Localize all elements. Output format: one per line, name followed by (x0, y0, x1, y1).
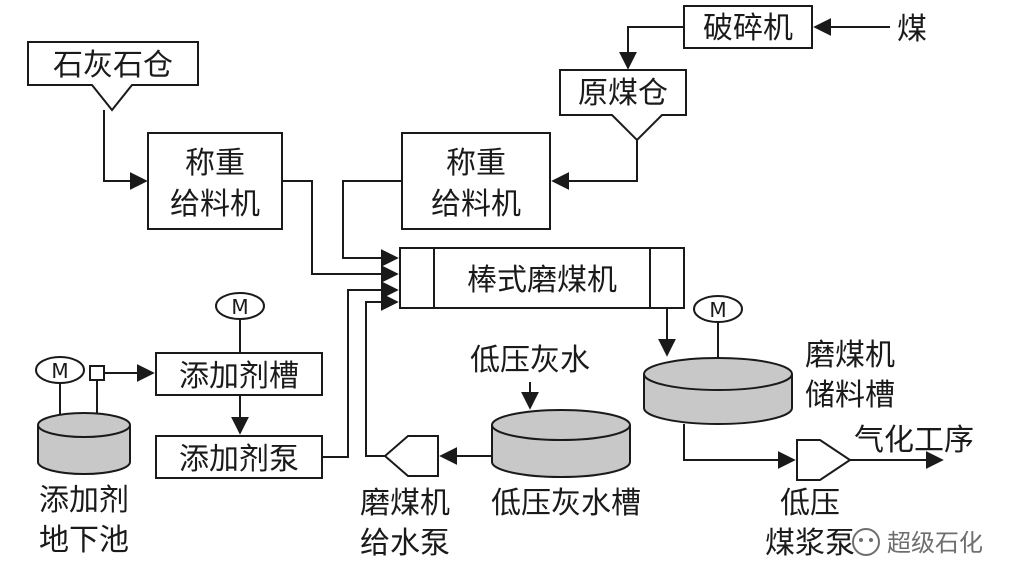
label-ash-water-tank: 低压灰水槽 (491, 486, 641, 521)
rod-mill-box (399, 247, 685, 309)
motor-label-additive-tank: M (231, 295, 248, 319)
wechat-icon (852, 528, 880, 556)
additive-pump-box (155, 435, 323, 479)
crusher-box (683, 5, 813, 49)
label-water-pump-2: 给水泵 (360, 526, 450, 561)
label-coal-input: 煤 (897, 12, 927, 47)
watermark: 超级石化 (852, 528, 983, 557)
flow-limestone-to-feeder (103, 110, 148, 190)
motor-label-additive-sump: M (51, 359, 68, 383)
label-additive-sump-1: 添加剂 (39, 483, 129, 518)
slurry-pump-shape (796, 439, 852, 481)
limestone-bin-shape (27, 41, 199, 112)
label-water-pump-1: 磨煤机 (360, 486, 450, 521)
additive-tank-box (155, 352, 323, 396)
label-additive-sump-2: 地下池 (39, 523, 129, 558)
flow-left-feeder-to-mill (282, 180, 399, 283)
flow-water-pump-to-mill (365, 293, 399, 457)
label-storage-tank-1: 磨煤机 (805, 338, 895, 373)
label-limestone-bin: 石灰石仓 (53, 48, 173, 83)
flow-additive-pump-to-mill (322, 281, 399, 458)
valve-square (89, 365, 105, 381)
weigh-feeder-left-box (147, 132, 283, 230)
additive-sump-tank (37, 425, 131, 475)
label-slurry-pump-1: 低压 (780, 486, 840, 521)
motor-label-storage-tank: M (709, 298, 726, 322)
label-weigh-feeder-left-1: 称重 (185, 146, 245, 181)
label-additive-pump: 添加剂泵 (179, 442, 299, 477)
flow-storage-to-pump (683, 424, 796, 469)
label-raw-coal-bin: 原煤仓 (578, 76, 668, 111)
ash-water-tank-top (491, 409, 631, 441)
label-weigh-feeder-right-2: 给料机 (431, 187, 521, 222)
flow-crusher-to-coal-bin (619, 26, 684, 70)
label-ash-water: 低压灰水 (470, 343, 590, 378)
label-rod-mill: 棒式磨煤机 (467, 263, 617, 298)
mill-water-pump-shape (383, 435, 439, 477)
additive-sump-tank-top (37, 412, 131, 438)
label-additive-tank: 添加剂槽 (179, 359, 299, 394)
label-weigh-feeder-right-1: 称重 (446, 146, 506, 181)
storage-tank-top (643, 357, 793, 391)
raw-coal-bin-shape (559, 69, 687, 142)
label-storage-tank-2: 储料槽 (805, 378, 895, 413)
flow-right-feeder-to-mill (342, 180, 402, 267)
label-crusher: 破碎机 (703, 11, 793, 46)
weigh-feeder-right-box (401, 132, 551, 230)
label-gasification: 气化工序 (854, 423, 974, 458)
label-slurry-pump-2: 煤浆泵 (765, 526, 855, 561)
label-weigh-feeder-left-2: 给料机 (170, 187, 260, 222)
watermark-text: 超级石化 (887, 529, 983, 557)
flow-coal-bin-to-feeder (551, 140, 638, 190)
